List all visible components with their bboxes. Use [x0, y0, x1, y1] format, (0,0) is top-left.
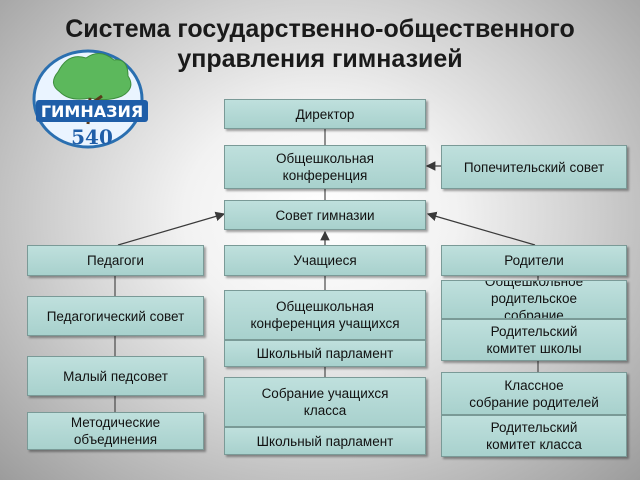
conference-box: Общешкольная конференция [224, 145, 426, 189]
school-parliament-box: Школьный парламент [224, 340, 426, 367]
parent-meeting-line-3: собрание [504, 308, 564, 319]
class-parent-meeting-line-1: Классное [504, 377, 564, 393]
parent-committee-school-line-2: комитет школы [486, 341, 582, 356]
class-meeting-line-1: Собрание учащихся [261, 386, 389, 401]
conference-line-2: конференция [282, 168, 368, 183]
class-parent-meeting-box: Классное собрание родителей [441, 372, 627, 415]
school-parliament-label: Школьный парламент [256, 346, 394, 361]
council-label: Совет гимназии [275, 207, 375, 223]
small-council-label: Малый педсовет [63, 368, 168, 384]
arrow-teachers-council [117, 211, 226, 246]
parent-committee-class-box: Родительский комитет класса [441, 415, 627, 457]
parents-label: Родители [504, 253, 564, 268]
small-council-box: Малый педсовет [27, 356, 204, 396]
class-meeting-box: Собрание учащихся класса [224, 377, 426, 427]
parent-meeting-box: Общешкольное родительское собрание [441, 280, 627, 319]
logo-text: ГИМНАЗИЯ [41, 102, 143, 121]
class-meeting-line-2: класса [303, 403, 347, 418]
teachers-box: Педагоги [27, 245, 204, 276]
director-box: Директор [224, 99, 426, 129]
student-conference-line-1: Общешкольная [276, 299, 374, 314]
parent-meeting-line-1: Общешкольное [484, 280, 584, 289]
teachers-label: Педагоги [87, 253, 144, 268]
class-parliament-box: Школьный парламент [224, 427, 426, 455]
director-label: Директор [295, 106, 355, 122]
parent-meeting-line-2: родительское [491, 291, 577, 306]
title-line-1: Система государственно-общественного [65, 15, 575, 43]
conference-line-1: Общешкольная [276, 151, 374, 166]
methodical-line-2: объединения [73, 432, 158, 447]
parent-committee-class-line-1: Родительский [490, 420, 578, 435]
parent-committee-school-line-1: Родительский [490, 324, 578, 339]
arrow-parents-council [426, 211, 536, 246]
class-parent-meeting-line-2: собрание родителей [469, 394, 599, 410]
students-box: Учащиеся [224, 245, 426, 276]
parent-committee-class-line-2: комитет класса [486, 437, 582, 452]
student-conference-line-2: конференция учащихся [250, 316, 400, 331]
students-label: Учащиеся [293, 253, 357, 268]
pedagogical-council-label: Педагогический совет [46, 308, 185, 324]
title-line-2: управления гимназией [177, 45, 463, 73]
methodical-box: Методические объединения [27, 412, 204, 450]
parents-box: Родители [441, 245, 627, 276]
pedagogical-council-box: Педагогический совет [27, 296, 204, 336]
trustees-box: Попечительский совет [441, 145, 627, 189]
logo-number: 540 [71, 125, 113, 149]
council-box: Совет гимназии [224, 200, 426, 230]
student-conference-box: Общешкольная конференция учащихся [224, 290, 426, 340]
parent-committee-school-box: Родительский комитет школы [441, 319, 627, 361]
methodical-line-1: Методические [70, 415, 161, 430]
gymnasium-logo: ГИМНАЗИЯ 540 [28, 44, 158, 152]
trustees-label: Попечительский совет [463, 159, 605, 175]
class-parliament-label: Школьный парламент [256, 433, 394, 449]
page-title: Система государственно-общественного упр… [0, 14, 640, 74]
